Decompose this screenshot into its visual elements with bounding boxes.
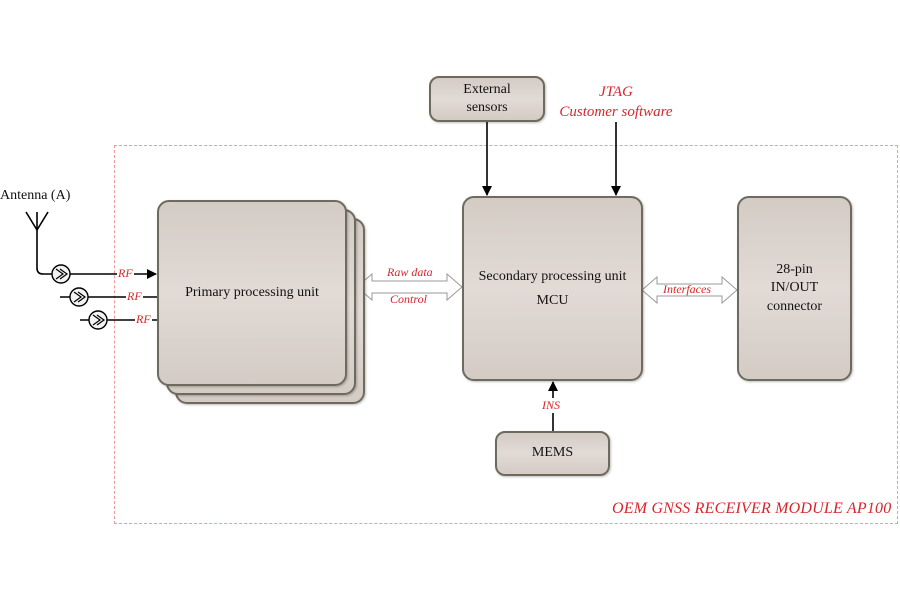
- secondary-processing-unit-label-line2: MCU: [536, 292, 569, 308]
- amplifier-icon: [88, 310, 108, 330]
- external-sensors-block: External sensors: [429, 76, 545, 122]
- module-label: OEM GNSS RECEIVER MODULE AP100: [612, 500, 892, 517]
- rf-label: RF: [135, 312, 152, 327]
- interfaces-label: Interfaces: [663, 282, 711, 296]
- connector-label-line3: connector: [766, 298, 823, 314]
- antenna-label: Antenna (A): [0, 188, 71, 203]
- raw-data-label: Raw data: [387, 265, 433, 279]
- mems-label: MEMS: [531, 445, 574, 461]
- jtag-label-line1: JTAG: [599, 84, 633, 100]
- antenna-icon: [25, 211, 52, 275]
- jtag-label-line2: Customer software: [559, 104, 673, 120]
- external-sensors-label-line2: sensors: [466, 100, 508, 115]
- rf-label: RF: [117, 266, 134, 281]
- ins-label: INS: [542, 398, 560, 413]
- connector-label-line2: IN/OUT: [770, 280, 819, 296]
- mems-block: MEMS: [495, 431, 610, 476]
- secondary-processing-unit: Secondary processing unit MCU: [462, 196, 643, 381]
- connector-label-line1: 28-pin: [776, 262, 813, 278]
- primary-processing-unit: Primary processing unit: [157, 200, 347, 386]
- module-boundary: [114, 145, 898, 524]
- secondary-processing-unit-label-line1: Secondary processing unit: [478, 268, 627, 284]
- primary-processing-unit-label: Primary processing unit: [185, 284, 319, 300]
- rf-label: RF: [126, 289, 143, 304]
- jtag-label: JTAG Customer software: [552, 82, 680, 122]
- control-label: Control: [390, 292, 427, 306]
- external-sensors-label-line1: External: [463, 81, 511, 97]
- connector-block: 28-pin IN/OUT connector: [737, 196, 852, 381]
- amplifier-icon: [69, 287, 89, 307]
- amplifier-icon: [51, 264, 71, 284]
